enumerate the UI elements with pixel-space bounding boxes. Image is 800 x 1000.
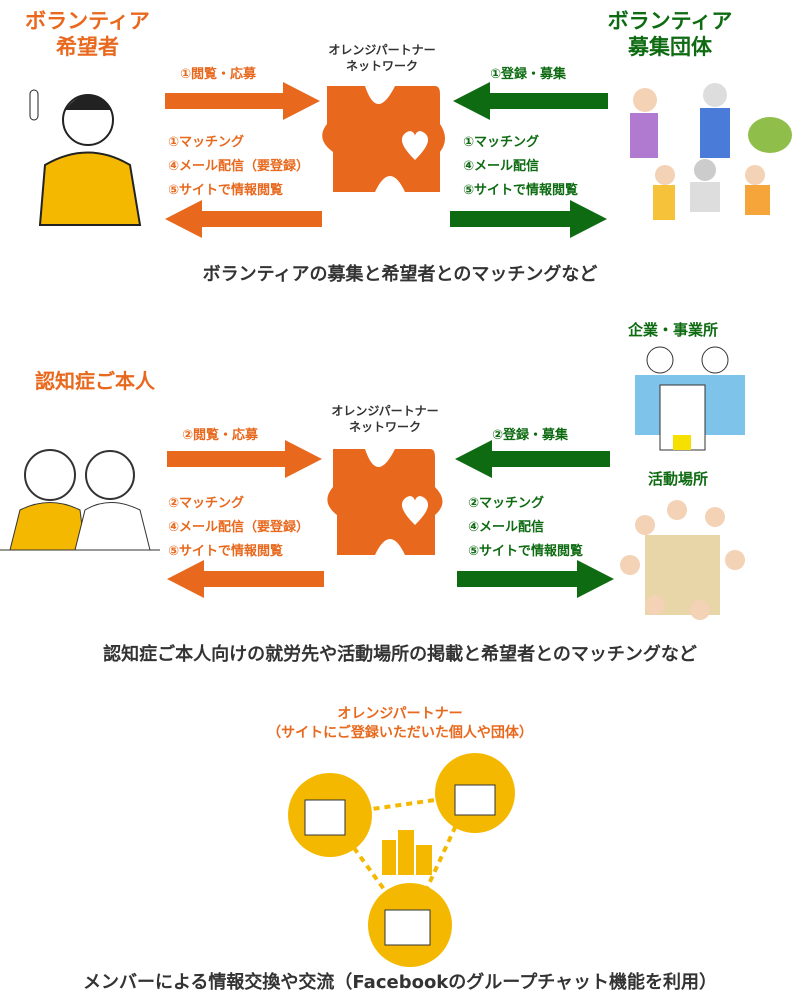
list-item: ④メール配信 [468,520,545,535]
list-item: ①マッチング [463,135,540,150]
puzzle-heart-logo [327,449,443,555]
list-item: ④メール配信 [463,159,540,174]
section2-caption: 認知症ご本人向けの就労先や活動場所の掲載と希望者とのマッチングなど [103,644,697,665]
arrow-left-orange [167,560,324,598]
young-man-illustration [20,80,160,226]
arrow-right-green [457,560,614,598]
list-item: ⑤サイトで情報閲覧 [168,544,284,559]
volunteer-org-title: ボランティア 募集団体 [590,8,750,60]
arrow-left-orange [165,200,322,238]
arrow-right-green [450,200,607,238]
right-output-list: ①マッチング ④メール配信 ⑤サイトで情報閲覧 [463,131,578,203]
arrow-right-orange [165,82,320,120]
company-title: 企業・事業所 [628,321,719,339]
label-browse-apply: ①閲覧・応募 [180,67,257,82]
dementia-person-title: 認知症ご本人 [35,369,155,393]
orange-partner-members-title: オレンジパートナー （サイトにご登録いただいた個人や団体） [200,705,600,743]
list-item: ④メール配信（要登録） [168,520,310,535]
network-label: オレンジパートナー ネットワーク [302,42,462,74]
list-item: ⑤サイトで情報閲覧 [468,544,584,559]
title-line: （サイトにご登録いただいた個人や団体） [267,725,533,741]
puzzle-heart-logo [322,86,445,192]
list-item: ⑤サイトで情報閲覧 [463,183,579,198]
member-network-illustration [288,753,515,967]
arrow-left-green [455,440,610,478]
title-line: 募集団体 [628,35,712,59]
list-item: ②マッチング [168,496,245,511]
list-item: ④メール配信（要登録） [168,159,310,174]
section1-caption: ボランティアの募集と希望者とのマッチングなど [202,264,598,285]
left-output-list: ②マッチング ④メール配信（要登録） ⑤サイトで情報閲覧 [168,492,309,564]
section3-caption: メンバーによる情報交換や交流（Facebookのグループチャット機能を利用） [82,972,718,993]
title-line: 希望者 [56,35,119,59]
meeting-group-illustration [615,495,750,630]
list-item: ⑤サイトで情報閲覧 [168,183,284,198]
list-item: ②マッチング [468,496,545,511]
label-browse-apply: ②閲覧・応募 [182,428,259,443]
volunteer-group-illustration [605,75,795,225]
label-register-recruit: ②登録・募集 [492,428,569,443]
left-output-list: ①マッチング ④メール配信（要登録） ⑤サイトで情報閲覧 [168,131,309,203]
list-item: ①マッチング [168,135,245,150]
company-building-illustration [615,340,775,455]
right-output-list: ②マッチング ④メール配信 ⑤サイトで情報閲覧 [468,492,583,564]
label-register-recruit: ①登録・募集 [490,67,567,82]
elderly-couple-illustration [0,440,160,555]
title-line: オレンジパートナー [337,706,463,722]
network-label-line: オレンジパートナー [328,43,436,57]
network-label-line: オレンジパートナー [331,404,439,418]
title-line: ボランティア [607,9,733,33]
network-label-line: ネットワーク [345,59,418,73]
volunteer-seeker-title: ボランティア 希望者 [20,8,155,60]
arrow-right-orange [167,440,322,478]
title-line: ボランティア [25,9,150,33]
activity-place-title: 活動場所 [648,470,709,488]
arrow-left-green [453,82,608,120]
network-label: オレンジパートナー ネットワーク [305,403,465,435]
network-label-line: ネットワーク [348,420,421,434]
